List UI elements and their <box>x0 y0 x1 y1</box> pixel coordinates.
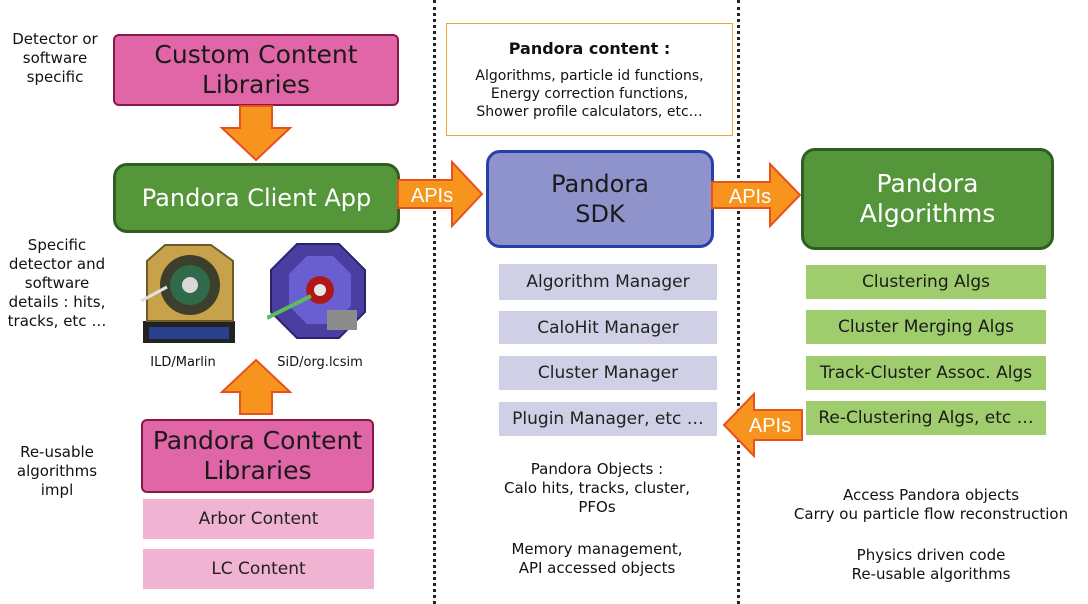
apis-label-2: APIs <box>729 186 771 208</box>
apis-arrow-client-to-sdk: APIs <box>397 160 484 228</box>
clustering-algs-item[interactable]: Clustering Algs <box>806 265 1046 299</box>
cluster-manager-item[interactable]: Cluster Manager <box>499 356 717 390</box>
sid-lcsim-label: SiD/org.lcsim <box>277 355 363 370</box>
apis-arrow-algorithms-to-sdk: APIs <box>722 392 803 458</box>
custom-content-libraries-box[interactable]: Custom Content Libraries <box>113 34 399 106</box>
pandora-objects-note: Pandora Objects :Calo hits, tracks, clus… <box>504 460 690 516</box>
apis-label-3: APIs <box>749 415 791 437</box>
reclustering-algs-item[interactable]: Re-Clustering Algs, etc … <box>806 401 1046 435</box>
custom-lib-line2: Libraries <box>202 70 310 99</box>
arbor-content-item[interactable]: Arbor Content <box>143 499 374 539</box>
sid-detector-image <box>267 243 366 339</box>
pandora-algorithms-box[interactable]: Pandora Algorithms <box>801 148 1054 250</box>
pandora-content-libraries-box[interactable]: Pandora Content Libraries <box>141 419 374 493</box>
apis-arrow-sdk-to-algorithms: APIs <box>711 162 802 228</box>
ild-marlin-label: ILD/Marlin <box>150 355 216 370</box>
pandora-sdk-box[interactable]: Pandora SDK <box>486 150 714 248</box>
cluster-merging-algs-item[interactable]: Cluster Merging Algs <box>806 310 1046 344</box>
plugin-manager-item[interactable]: Plugin Manager, etc … <box>499 402 717 436</box>
apis-label-1: APIs <box>411 185 453 207</box>
down-arrow-icon <box>219 105 293 162</box>
calohit-manager-item[interactable]: CaloHit Manager <box>499 311 717 344</box>
separator-left <box>433 0 436 604</box>
separator-right <box>737 0 740 604</box>
memory-management-note: Memory management,API accessed objects <box>511 540 683 577</box>
track-cluster-assoc-algs-item[interactable]: Track-Cluster Assoc. Algs <box>806 356 1046 390</box>
up-arrow-icon <box>219 358 293 415</box>
pandora-content-box: Pandora content : Algorithms, particle i… <box>446 23 733 136</box>
pandora-client-app-box[interactable]: Pandora Client App <box>113 163 400 233</box>
lc-content-item[interactable]: LC Content <box>143 549 374 589</box>
ild-detector-image <box>140 244 235 343</box>
custom-lib-line1: Custom Content <box>154 40 358 69</box>
pandora-content-title: Pandora content : <box>508 39 671 58</box>
algorithm-manager-item[interactable]: Algorithm Manager <box>499 264 717 300</box>
